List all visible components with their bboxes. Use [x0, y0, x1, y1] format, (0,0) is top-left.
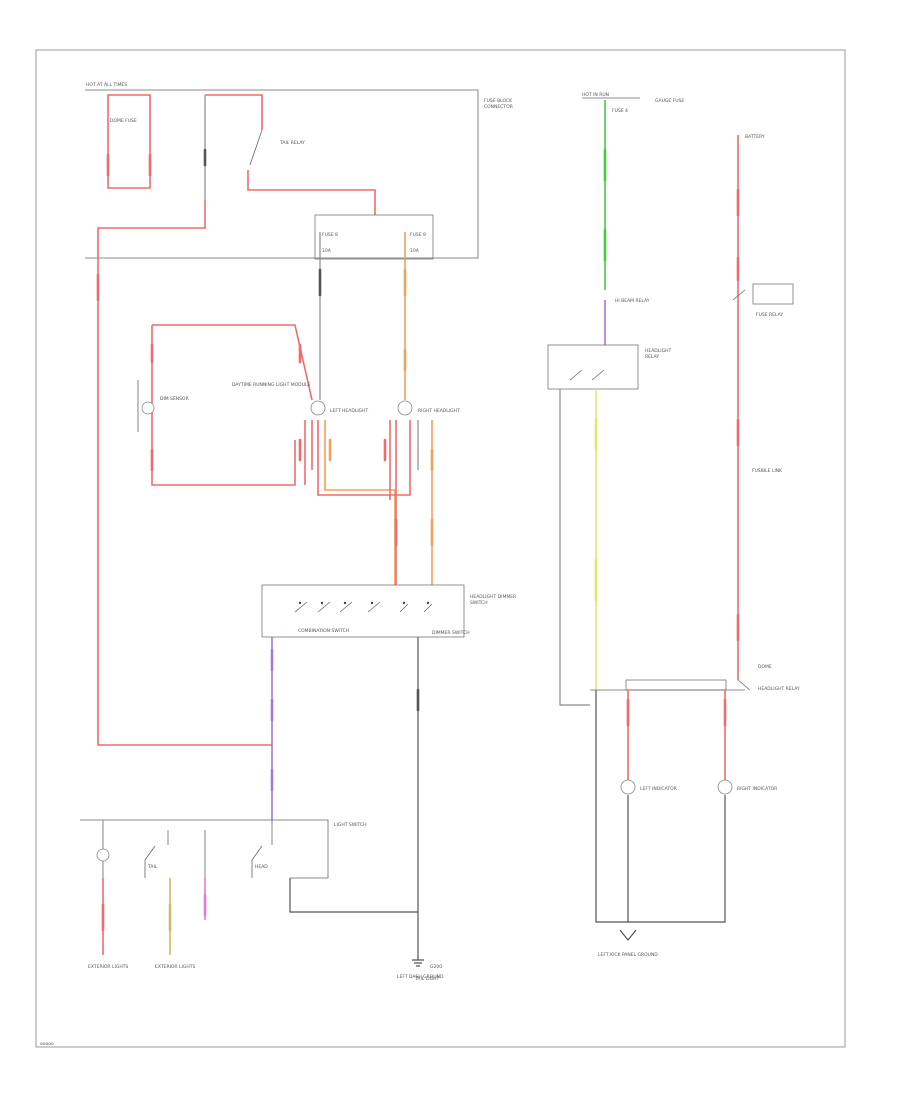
label-fuse-relay: FUSE RELAY	[756, 312, 783, 318]
label-fuse-top-right: GAUGE FUSE	[655, 98, 684, 104]
wire-ground-to-dash	[289, 878, 418, 913]
wire-red-to-relay-box	[247, 170, 376, 215]
label-daytime-module: DAYTIME RUNNING LIGHT MODULE	[232, 382, 310, 388]
hi-beam-relay-box: HEADLIGHT RELAY	[547, 344, 671, 390]
fuse-relay-box	[752, 283, 794, 305]
wire-indicator-ground	[595, 690, 726, 923]
label-relay-top: TAIL RELAY	[279, 140, 305, 146]
svg-text:DIMMER SWITCH: DIMMER SWITCH	[432, 630, 470, 636]
svg-text:LEFT DASH GROUND: LEFT DASH GROUND	[397, 974, 444, 980]
label-dome-fuse: DOME FUSE	[110, 118, 137, 124]
label-headlight-relay: HEADLIGHT RELAY	[758, 686, 800, 692]
wire-red-feed-left	[97, 200, 272, 746]
label-battery: BATTERY	[745, 134, 765, 140]
svg-text:CONNECTOR: CONNECTOR	[484, 104, 513, 110]
svg-text:RIGHT INDICATOR: RIGHT INDICATOR	[737, 786, 777, 792]
light-switch-box: LIGHT SWITCH TAIL HEAD	[80, 819, 367, 879]
left-dash-ground: LEFT DASH GROUND G200	[397, 959, 444, 980]
svg-text:RIGHT HEADLIGHT: RIGHT HEADLIGHT	[418, 408, 460, 414]
dim-sensor-bulb	[141, 401, 155, 415]
svg-text:FUSE 9: FUSE 9	[410, 232, 426, 238]
svg-text:FUSE 4: FUSE 4	[612, 108, 628, 114]
svg-text:COMBINATION SWITCH: COMBINATION SWITCH	[298, 628, 349, 634]
left-indicator-light: LEFT INDICATOR	[620, 779, 677, 795]
label-exterior-lights-2: EXTERIOR LIGHTS	[155, 964, 195, 970]
label-hot-at-all-times: HOT AT ALL TIMES	[86, 82, 127, 88]
label-hot-in-run: HOT IN RUN	[582, 92, 609, 98]
svg-text:TAIL: TAIL	[147, 864, 158, 870]
label-dim-sensor: DIM SENSOR	[160, 396, 189, 402]
svg-text:10A: 10A	[410, 248, 420, 254]
label-tail-light: TAIL LIGHT	[414, 976, 439, 982]
svg-text:LEFT HEADLIGHT: LEFT HEADLIGHT	[330, 408, 369, 414]
label-fusible-link: FUSIBLE LINK	[752, 468, 783, 474]
svg-text:SWITCH: SWITCH	[470, 600, 488, 606]
svg-text:G200: G200	[430, 964, 442, 970]
right-indicator-light: RIGHT INDICATOR	[717, 779, 777, 795]
wire-red-dome-loop	[107, 94, 151, 189]
svg-text:10A: 10A	[322, 248, 332, 254]
headlight-dimmer-box: COMBINATION SWITCH HEADLIGHT DIMMER SWIT…	[261, 584, 516, 638]
ground-symbol-right	[619, 929, 637, 941]
footer-mark: ooooo	[40, 1042, 54, 1047]
svg-text:HEAD: HEAD	[255, 864, 268, 870]
wire-red-bridge	[317, 420, 411, 496]
relay-switch-blade	[249, 129, 263, 166]
fuse-block: HOT AT ALL TIMES FUSE BLOCK CONNECTOR DO…	[85, 82, 513, 259]
wire-red-right-high	[389, 420, 397, 585]
tail-relay-box: FUSE 8 FUSE 9 10A 10A	[314, 214, 434, 260]
svg-text:LIGHT SWITCH: LIGHT SWITCH	[334, 822, 367, 828]
svg-text:RELAY: RELAY	[645, 354, 659, 360]
diagram-frame	[35, 49, 846, 1048]
svg-text:FUSE 8: FUSE 8	[322, 232, 338, 238]
label-exterior-lights-1: EXTERIOR LIGHTS	[88, 964, 128, 970]
label-left-kick-ground: LEFT KICK PANEL GROUND	[598, 952, 658, 958]
wire-gray-relay-out	[559, 389, 590, 706]
svg-text:HEADLIGHT: HEADLIGHT	[645, 348, 671, 354]
label-hi-beam-relay: HI BEAM RELAY	[615, 298, 650, 304]
right-headlight: RIGHT HEADLIGHT	[397, 400, 460, 416]
label-dome: DOME	[758, 664, 772, 670]
left-headlight: LEFT HEADLIGHT	[310, 400, 369, 416]
wire-red-headlight-ground	[304, 420, 313, 485]
wire-red-daytime-loop	[151, 324, 313, 486]
svg-text:HEADLIGHT DIMMER: HEADLIGHT DIMMER	[470, 594, 516, 600]
svg-text:LEFT INDICATOR: LEFT INDICATOR	[640, 786, 677, 792]
wire-red-relay	[205, 94, 263, 130]
indicator-bus: DOME HEADLIGHT RELAY	[590, 664, 800, 692]
label-fuse-block-top: FUSE BLOCK	[484, 98, 513, 104]
